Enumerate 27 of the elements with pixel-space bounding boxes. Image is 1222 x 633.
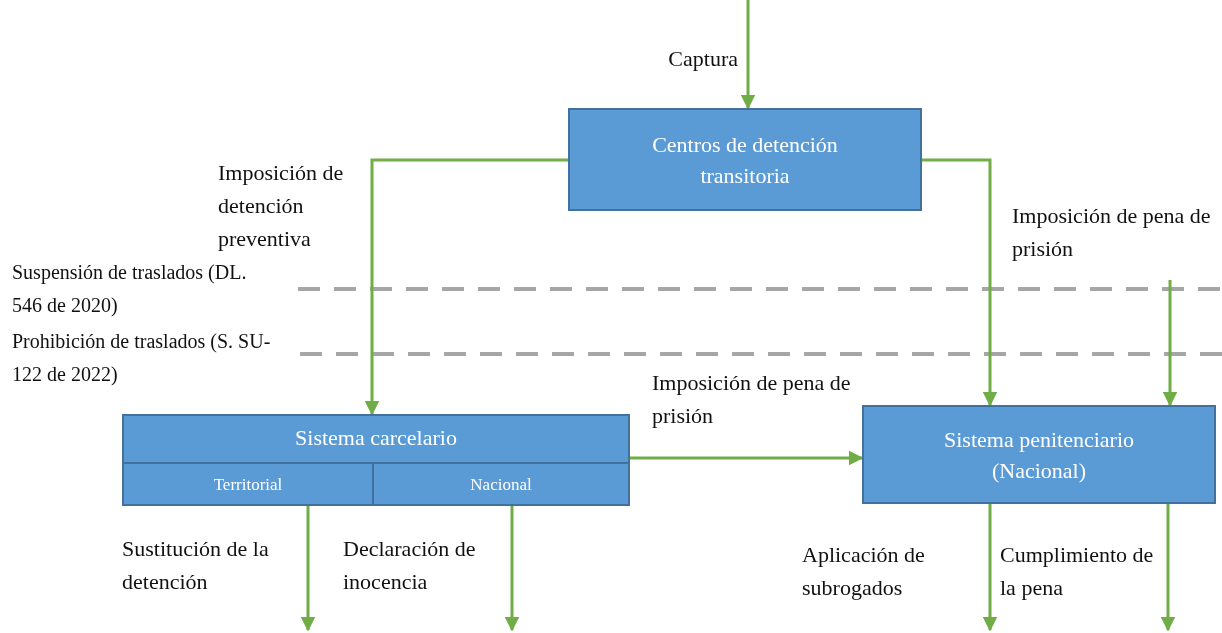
node-label: Sistema penitenciario (Nacional) bbox=[943, 425, 1135, 485]
process-box bbox=[568, 108, 922, 211]
edge-label: Sustitución de la detención bbox=[122, 535, 270, 596]
note-text: Prohibición de traslados (S. SU-122 de 2022) bbox=[12, 329, 272, 387]
flow-arrow bbox=[1162, 280, 1178, 407]
flow-arrow bbox=[922, 158, 998, 407]
flow-arrow bbox=[300, 506, 316, 632]
note-text: Suspensión de traslados (DL. 546 de 2020) bbox=[12, 260, 248, 318]
node-label: Centros de detención transitoria bbox=[651, 130, 839, 190]
flow-arrow bbox=[1160, 504, 1176, 632]
flow-arrow bbox=[504, 506, 520, 632]
edge-label: Cumplimiento de la pena bbox=[1000, 541, 1155, 602]
flow-arrow bbox=[982, 504, 998, 632]
node-label: Sistema carcelario bbox=[295, 424, 457, 452]
edge-label: Declaración de inocencia bbox=[343, 535, 477, 596]
node-label: Nacional bbox=[470, 473, 532, 496]
edge-label: Imposición de pena de prisión bbox=[652, 369, 852, 430]
node-label: Territorial bbox=[213, 473, 283, 496]
flow-arrow bbox=[740, 0, 756, 110]
flow-arrow bbox=[364, 158, 568, 416]
edge-label: Imposición de pena de prisión bbox=[1012, 202, 1212, 263]
process-box bbox=[862, 405, 1216, 504]
process-box bbox=[122, 414, 630, 506]
edge-label: Aplicación de subrogados bbox=[802, 541, 926, 602]
edge-label: Imposición de detención preventiva bbox=[218, 159, 345, 253]
flow-arrow bbox=[630, 450, 864, 466]
edge-label: Captura bbox=[668, 45, 738, 73]
